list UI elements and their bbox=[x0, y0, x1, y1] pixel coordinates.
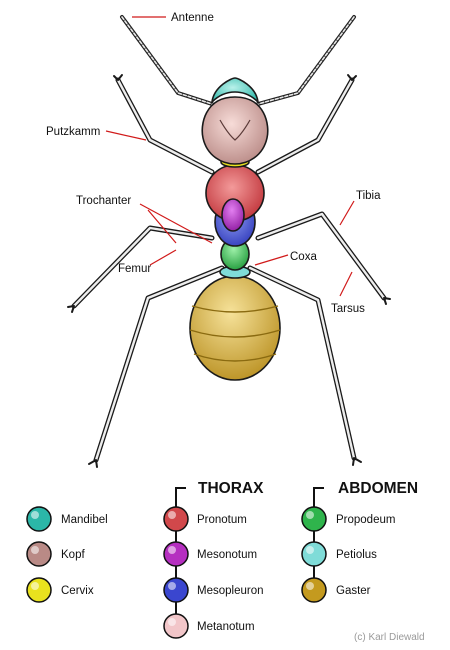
mandible-shape bbox=[210, 77, 260, 105]
legs bbox=[67, 74, 391, 468]
legend-label-gaster: Gaster bbox=[336, 585, 371, 597]
legend-label-kopf: Kopf bbox=[61, 549, 85, 561]
swatch-gaster bbox=[301, 577, 327, 603]
legend-label-propodeum: Propodeum bbox=[336, 514, 395, 526]
legend-item-kopf: Kopf bbox=[26, 541, 85, 567]
swatch-pronotum bbox=[163, 506, 189, 532]
legend-item-petiolus: Petiolus bbox=[301, 541, 377, 567]
gaster-shape bbox=[189, 275, 281, 381]
label-antenne: Antenne bbox=[171, 12, 214, 24]
legend-label-petiolus: Petiolus bbox=[336, 549, 377, 561]
legend-item-cervix: Cervix bbox=[26, 577, 94, 603]
front-leg-left bbox=[115, 77, 215, 175]
label-lines bbox=[105, 16, 355, 297]
header-abdomen: ABDOMEN bbox=[338, 480, 418, 497]
legend-item-mesonotum: Mesonotum bbox=[163, 541, 257, 567]
front-leg-right bbox=[255, 77, 355, 175]
anatomy-labels: Antenne Putzkamm Trochanter Femur Tibia … bbox=[46, 12, 381, 315]
swatch-kopf bbox=[26, 541, 52, 567]
swatch-mesopleuron bbox=[163, 577, 189, 603]
copyright-text: (c) Karl Diewald bbox=[354, 632, 425, 643]
label-trochanter: Trochanter bbox=[76, 195, 131, 207]
legend-label-mesopleuron: Mesopleuron bbox=[197, 585, 263, 597]
legend-label-cervix: Cervix bbox=[61, 585, 94, 597]
legend-item-pronotum: Pronotum bbox=[163, 506, 247, 532]
middle-leg-right bbox=[255, 211, 387, 301]
legend-item-metanotum: Metanotum bbox=[163, 613, 255, 639]
legend-item-mandibel: Mandibel bbox=[26, 506, 108, 532]
mesonotum-shape bbox=[221, 198, 245, 232]
legend-label-mesonotum: Mesonotum bbox=[197, 549, 257, 561]
header-thorax: THORAX bbox=[198, 480, 264, 497]
label-tarsus: Tarsus bbox=[331, 303, 365, 315]
ant-body bbox=[189, 77, 281, 381]
head-shape bbox=[201, 96, 269, 165]
legend: THORAX ABDOMEN Mandibel Kopf Cervix Pron… bbox=[26, 480, 418, 639]
swatch-cervix bbox=[26, 577, 52, 603]
label-femur: Femur bbox=[118, 263, 151, 275]
legend-label-pronotum: Pronotum bbox=[197, 514, 247, 526]
label-putzkamm: Putzkamm bbox=[46, 126, 100, 138]
swatch-metanotum bbox=[163, 613, 189, 639]
legend-item-mesopleuron: Mesopleuron bbox=[163, 577, 263, 603]
swatch-mesonotum bbox=[163, 541, 189, 567]
legend-label-mandibel: Mandibel bbox=[61, 514, 108, 526]
antenna-left bbox=[120, 15, 214, 106]
legend-item-gaster: Gaster bbox=[301, 577, 371, 603]
legend-item-propodeum: Propodeum bbox=[301, 506, 395, 532]
antenna-right bbox=[256, 15, 356, 106]
legend-label-metanotum: Metanotum bbox=[197, 621, 255, 633]
swatch-petiolus bbox=[301, 541, 327, 567]
swatch-mandibel bbox=[26, 506, 52, 532]
antennae bbox=[120, 15, 356, 106]
swatch-propodeum bbox=[301, 506, 327, 532]
label-coxa: Coxa bbox=[290, 251, 317, 263]
label-tibia: Tibia bbox=[356, 190, 381, 202]
